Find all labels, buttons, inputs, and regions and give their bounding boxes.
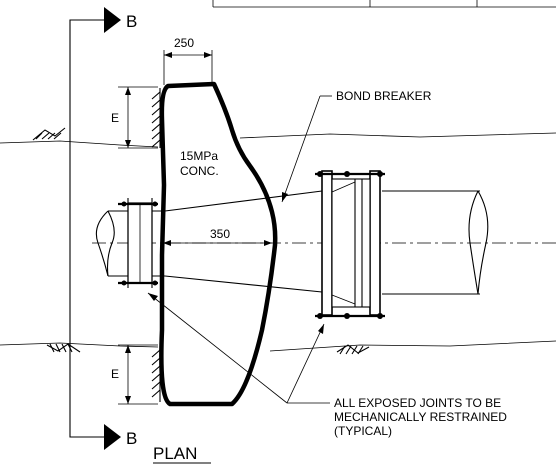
concrete-thrust-block bbox=[159, 81, 278, 407]
dim-e-top-label: E bbox=[111, 111, 119, 125]
reducer-lines bbox=[164, 190, 323, 293]
dimension-e-top: E bbox=[111, 86, 158, 149]
dimension-350: 350 bbox=[163, 227, 272, 246]
joints-note-line1: ALL EXPOSED JOINTS TO BE bbox=[334, 396, 501, 410]
title-block-fragment bbox=[212, 0, 556, 8]
joint-right bbox=[315, 170, 385, 319]
dim-width-label: 250 bbox=[174, 36, 194, 50]
dimension-e-bottom: E bbox=[111, 344, 158, 405]
pipe-right bbox=[382, 190, 489, 295]
dim-offset-label: 350 bbox=[210, 227, 230, 241]
section-line-b: B B bbox=[69, 7, 137, 450]
ground-hatch-symbols bbox=[32, 127, 370, 355]
section-letter-top: B bbox=[126, 12, 137, 31]
joints-note-line3: (TYPICAL) bbox=[334, 424, 392, 438]
section-arrow-bottom-icon bbox=[104, 424, 121, 450]
section-arrow-top-icon bbox=[104, 7, 121, 33]
bond-breaker-label: BOND BREAKER bbox=[336, 89, 432, 103]
joints-note-leaders bbox=[147, 292, 330, 404]
dim-e-bottom-label: E bbox=[111, 367, 119, 381]
concrete-label-line1: 15MPa bbox=[180, 149, 218, 163]
dimension-250: 250 bbox=[163, 36, 213, 85]
ground-lines bbox=[0, 132, 556, 352]
joint-left bbox=[118, 198, 158, 288]
excavation-wall-hatching bbox=[151, 88, 161, 402]
joints-note-line2: MECHANICALLY RESTRAINED bbox=[334, 410, 507, 424]
bond-breaker-leader bbox=[281, 95, 332, 203]
view-title: PLAN bbox=[153, 444, 197, 463]
concrete-label-line2: CONC. bbox=[180, 164, 219, 178]
section-letter-bottom: B bbox=[126, 429, 137, 448]
